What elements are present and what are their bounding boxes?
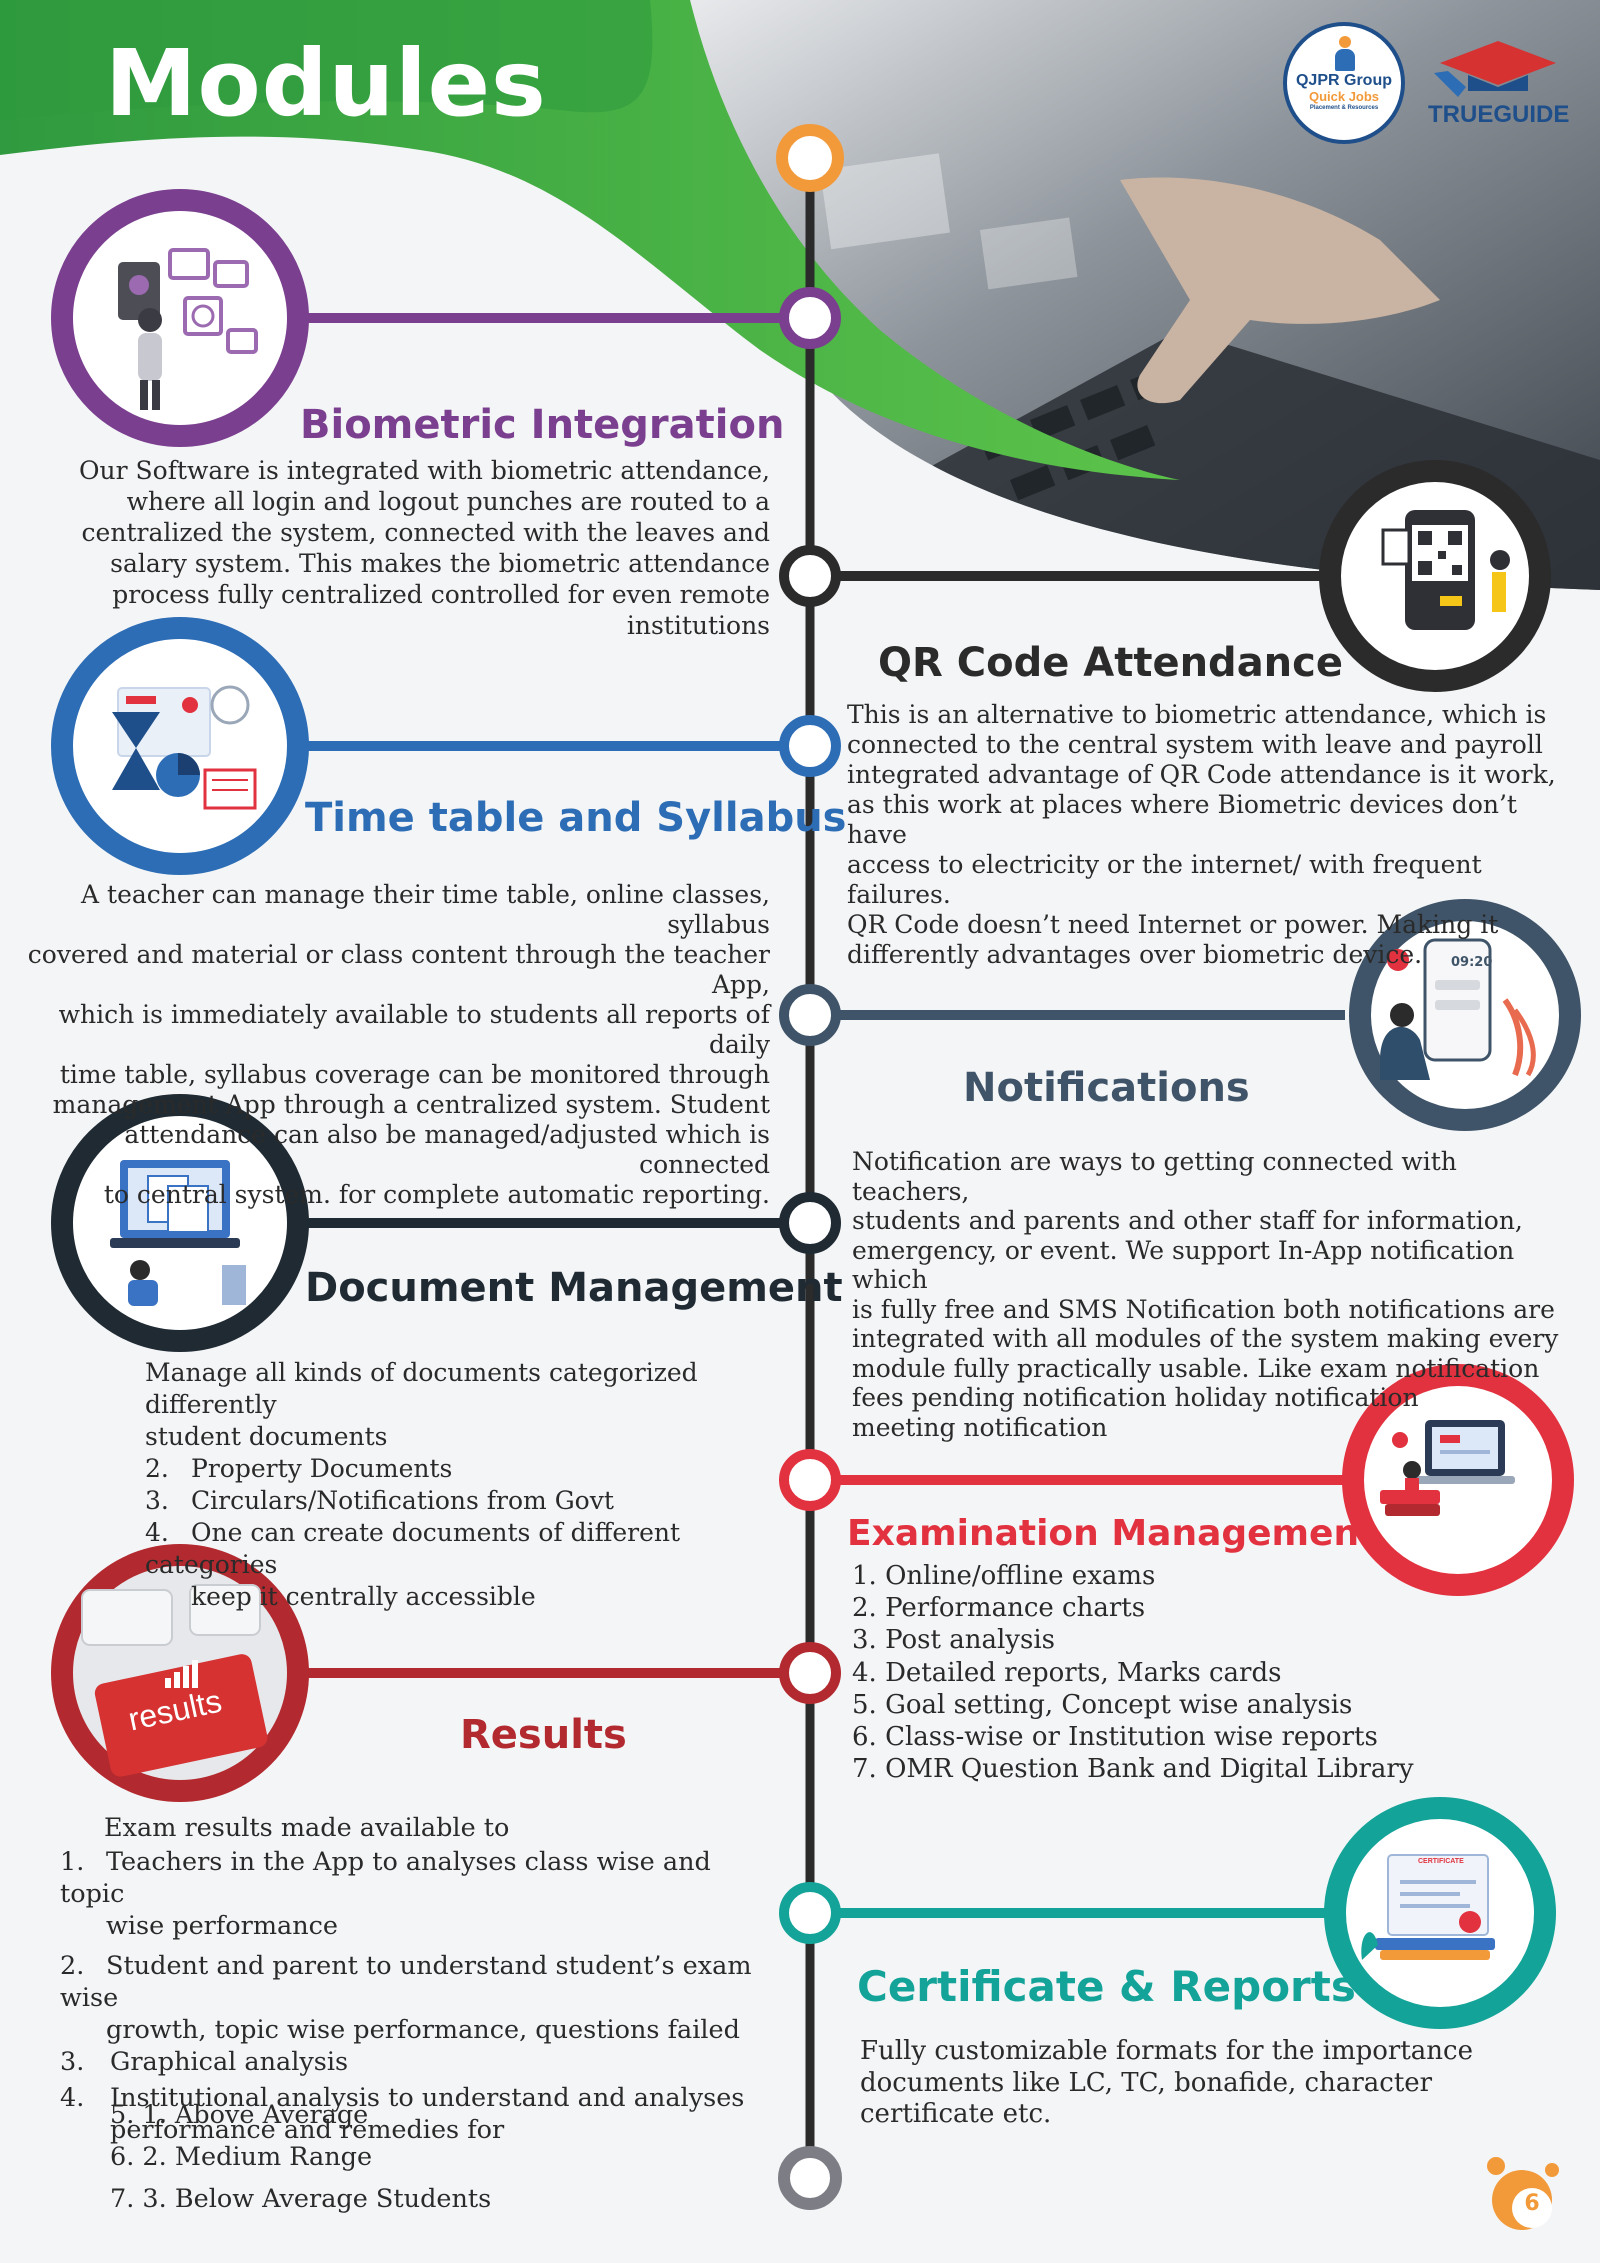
timeline-node-exam [779,1449,841,1511]
person-icon [1329,36,1359,72]
timetable-title: Time table and Syllabus [305,795,847,841]
list-item: 3.Circulars/Notifications from Govt [145,1486,614,1515]
list-item: 2. Performance charts [852,1593,1146,1624]
list-item: 1.Teachers in the App to analyses class … [60,1847,711,1909]
list-item: growth, topic wise performance, question… [106,2015,740,2045]
timeline-node-notifications [779,984,841,1046]
qr-text: This is an alternative to biometric atte… [847,700,1556,969]
timeline-node-start [776,124,844,192]
results-sub-list: 5. 1. Above Average 6. 2. Medium Range 7… [110,2094,491,2220]
list-item: 7. 3. Below Average Students [110,2184,492,2214]
list-item: 5. Goal setting, Concept wise analysis [852,1689,1353,1720]
page-title: Modules [105,30,547,137]
timeline-node-qr [779,545,841,607]
timeline-node-biometric [779,287,841,349]
timetable-illustration [51,617,309,875]
list-item: 3. Post analysis [852,1625,1055,1656]
page-number-badge [1487,2157,1559,2230]
trueguide-logo-text: TRUEGUIDE [1428,101,1570,128]
results-title: Results [460,1712,627,1758]
certificate-illustration [1324,1797,1556,2029]
documents-title: Document Management [305,1265,843,1311]
graduation-cap-icon [1434,41,1556,97]
list-item: 4.One can create documents of different … [145,1518,681,1579]
timeline-node-timetable [779,715,841,777]
results-list: 1.Teachers in the App to analyses class … [60,1846,780,2146]
results-intro: Exam results made available to [104,1813,510,1843]
qjpr-logo-line3: Placement & Resources [1309,105,1379,111]
timeline-node-documents [779,1192,841,1254]
list-item: keep it centrally accessible [191,1582,536,1611]
certificate-badge-text: CERTIFICATE [1418,1858,1464,1865]
trueguide-logo: TRUEGUIDE [1428,35,1570,145]
list-item: 3.Graphical analysis [60,2047,349,2077]
qjpr-logo-line1: QJPR Group [1295,72,1392,89]
notifications-text: Notification are ways to getting connect… [852,1147,1559,1442]
list-item: 5. 1. Above Average [110,2100,369,2130]
documents-list: Manage all kinds of documents categorize… [145,1357,785,1613]
exam-title: Examination Management [847,1513,1377,1554]
timeline-node-end [778,2146,842,2210]
list-item: 6. Class-wise or Institution wise report… [852,1722,1378,1753]
qjpr-logo-line2: Quick Jobs [1308,89,1380,104]
list-item: 6. 2. Medium Range [110,2142,373,2172]
list-item: 2.Student and parent to understand stude… [60,1951,752,2013]
timetable-text: A teacher can manage their time table, o… [27,880,770,1209]
bar-chart-icon [165,1660,198,1688]
list-item: 1. Online/offline exams [852,1561,1156,1591]
certificate-title: Certificate & Reports [857,1962,1356,2011]
list-item: 2.Property Documents [145,1454,453,1483]
timeline-node-certificate [779,1882,841,1944]
biometric-title: Biometric Integration [300,402,785,448]
notification-clock: 09:20 [1451,955,1493,970]
documents-illustration [51,1094,309,1352]
biometric-illustration [51,189,309,447]
notifications-illustration [1349,899,1581,1131]
notifications-title: Notifications [963,1065,1250,1111]
qjpr-logo: QJPR Group Quick Jobs Placement & Resour… [1283,22,1405,144]
list-item: 4. Detailed reports, Marks cards [852,1657,1282,1688]
certificate-text: Fully customizable formats for the impor… [860,2036,1473,2129]
exam-list: 1. Online/offline exams 2. Performance c… [852,1560,1552,1785]
exam-illustration [1342,1364,1574,1596]
green-swoosh [0,0,1180,480]
timeline-node-results [779,1642,841,1704]
page-number: 6 [1524,2191,1540,2216]
qr-code-illustration [1319,460,1551,692]
biometric-text: Our Software is integrated with biometri… [79,456,770,640]
list-item: 7. OMR Question Bank and Digital Library [852,1754,1414,1785]
list-item: performance and remedies for [110,2115,505,2145]
qr-title: QR Code Attendance [878,640,1343,686]
list-item: 4.Institutional analysis to understand a… [60,2083,745,2113]
list-item: wise performance [106,1911,339,1941]
